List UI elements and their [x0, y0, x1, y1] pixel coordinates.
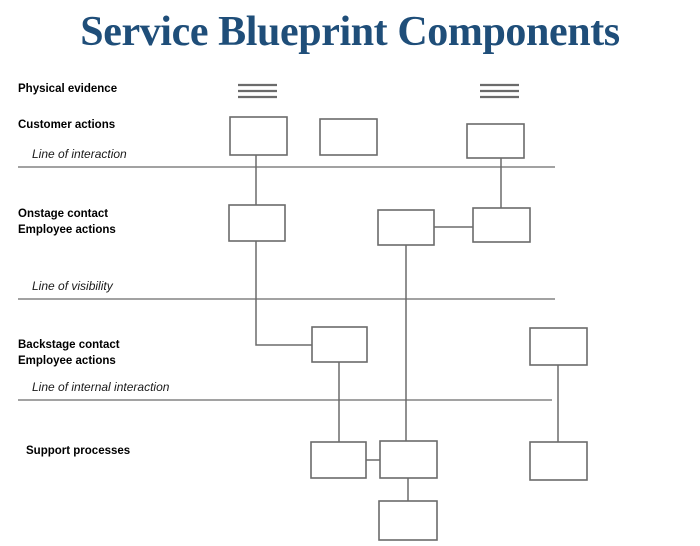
- process-box-backstage-action-2[interactable]: [529, 327, 588, 366]
- process-box-group: [228, 116, 588, 541]
- physical-evidence-marker-group: [238, 83, 519, 99]
- physical-evidence-marker-2-icon: [480, 83, 519, 99]
- process-box-support-process-4[interactable]: [378, 500, 438, 541]
- process-box-support-process-3[interactable]: [529, 441, 588, 481]
- row-label-line: Physical evidence: [18, 83, 117, 95]
- process-box-onstage-action-2[interactable]: [377, 209, 435, 246]
- page-title: Service Blueprint Components: [80, 9, 620, 55]
- row-label-physical-evidence: Physical evidence: [18, 83, 117, 95]
- process-box-customer-action-1[interactable]: [229, 116, 288, 156]
- conn-onstage1-to-backstage1: [255, 241, 312, 346]
- physical-evidence-marker-1-icon: [238, 83, 277, 99]
- row-label-line: Support processes: [26, 445, 130, 457]
- process-box-backstage-action-1[interactable]: [311, 326, 368, 363]
- row-label-line: Onstage contact: [18, 208, 108, 220]
- line-of-interaction-label: Line of interaction: [32, 147, 127, 161]
- process-box-support-process-1[interactable]: [310, 441, 367, 479]
- row-label-line: Backstage contact: [18, 339, 120, 351]
- process-box-customer-action-3[interactable]: [466, 123, 525, 159]
- row-label-support-processes: Support processes: [26, 445, 130, 457]
- process-box-onstage-action-3[interactable]: [472, 207, 531, 243]
- row-label-line: Employee actions: [18, 355, 116, 367]
- line-of-internal-interaction-label: Line of internal interaction: [32, 380, 170, 394]
- row-label-line: Customer actions: [18, 119, 115, 131]
- row-label-line: Employee actions: [18, 224, 116, 236]
- process-box-support-process-2[interactable]: [379, 440, 438, 479]
- process-box-customer-action-2[interactable]: [319, 118, 378, 156]
- line-of-interaction: Line of interaction: [18, 147, 555, 168]
- line-of-visibility-label: Line of visibility: [32, 279, 114, 293]
- line-of-visibility: Line of visibility: [18, 279, 555, 300]
- line-of-internal-interaction: Line of internal interaction: [18, 380, 552, 401]
- process-box-onstage-action-1[interactable]: [228, 204, 286, 242]
- row-label-customer-actions: Customer actions: [18, 119, 115, 131]
- connector-group: [255, 155, 559, 501]
